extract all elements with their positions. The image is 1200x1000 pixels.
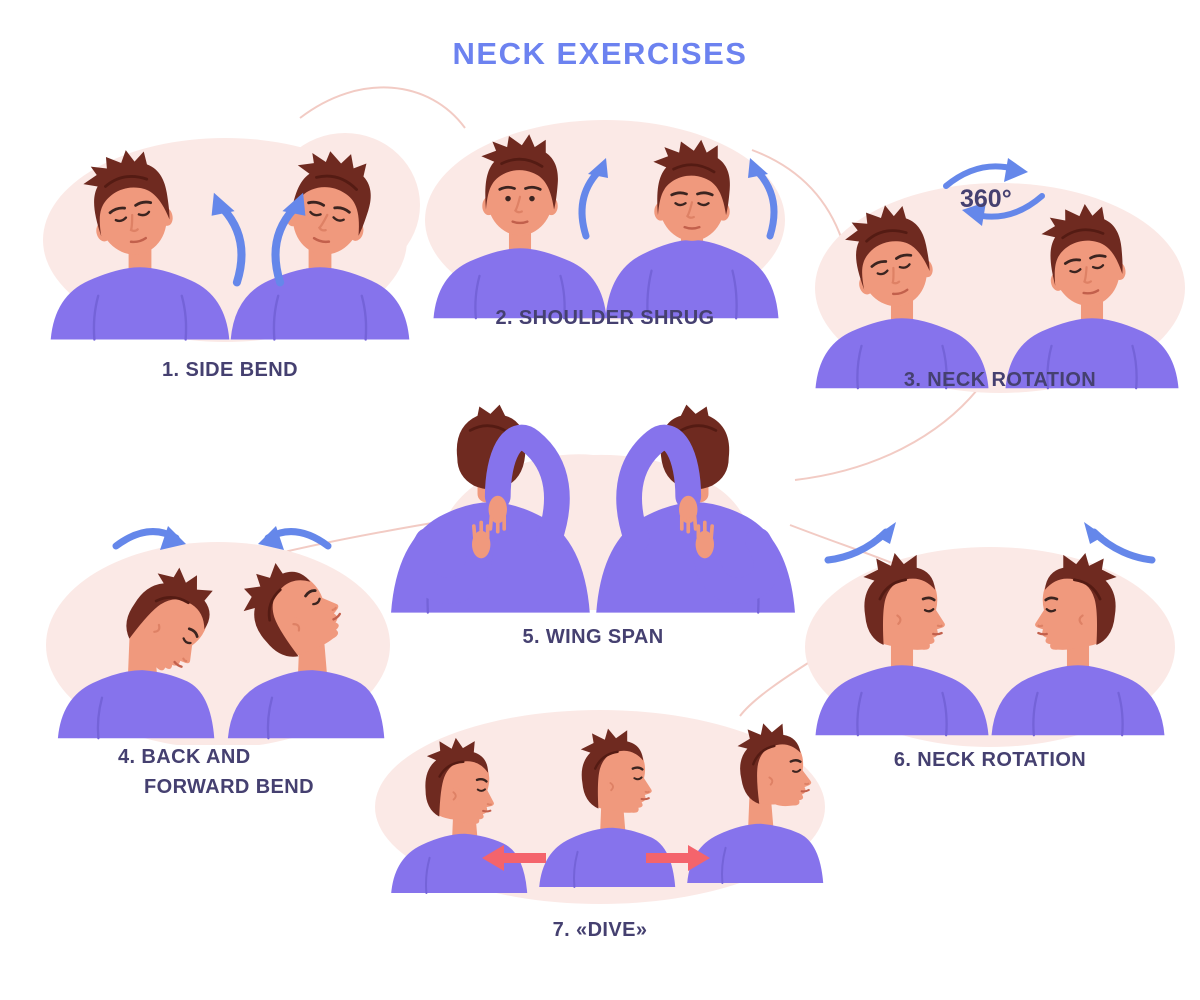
illustration-side-bend bbox=[43, 133, 420, 342]
panel-wing-span bbox=[388, 395, 798, 625]
figure-back-stretch-right bbox=[596, 405, 795, 613]
exercise-label-side-bend: 1. SIDE BEND bbox=[162, 359, 298, 381]
exercise-label-neck-rotation-2: 6. NECK ROTATION bbox=[893, 749, 1087, 771]
exercise-label-dive: 7. «DIVE» bbox=[552, 919, 648, 941]
panel-neck-rotation-1: 360° bbox=[810, 150, 1190, 395]
rotation-360-icon: 360° bbox=[946, 158, 1042, 226]
panel-neck-rotation-2 bbox=[800, 512, 1180, 747]
exercise-label-wing-span: 5. WING SPAN bbox=[522, 626, 664, 648]
panel-shoulder-shrug bbox=[420, 105, 790, 340]
illustration-wing-span bbox=[388, 395, 798, 625]
illustration-neck-rotation-1: 360° bbox=[814, 150, 1185, 393]
illustration-neck-rotation-2 bbox=[805, 512, 1175, 747]
curved-arrow-icon bbox=[828, 522, 896, 560]
exercise-label-back-forward-bend: 4. BACK AND FORWARD BEND bbox=[118, 742, 378, 802]
curved-arrow-icon bbox=[1084, 522, 1152, 560]
curved-arrow-icon bbox=[258, 526, 328, 550]
poster-title: NECK EXERCISES bbox=[452, 36, 748, 71]
illustration-back-forward-bend bbox=[46, 510, 390, 745]
exercise-label-neck-rotation-1: 3. NECK ROTATION bbox=[903, 369, 1097, 391]
exercise-label-shoulder-shrug: 2. SHOULDER SHRUG bbox=[495, 307, 715, 329]
illustration-dive bbox=[375, 710, 825, 904]
curved-arrow-icon bbox=[116, 526, 186, 550]
figure-back-stretch-left bbox=[391, 405, 590, 613]
panel-side-bend bbox=[40, 100, 420, 350]
panel-back-forward-bend bbox=[40, 510, 400, 745]
illustration-shoulder-shrug bbox=[425, 120, 785, 320]
label-line-1: 4. BACK AND bbox=[118, 746, 251, 768]
panel-dive bbox=[370, 695, 830, 910]
rotation-degrees-text: 360° bbox=[960, 185, 1012, 213]
label-line-2: FORWARD BEND bbox=[144, 776, 314, 798]
